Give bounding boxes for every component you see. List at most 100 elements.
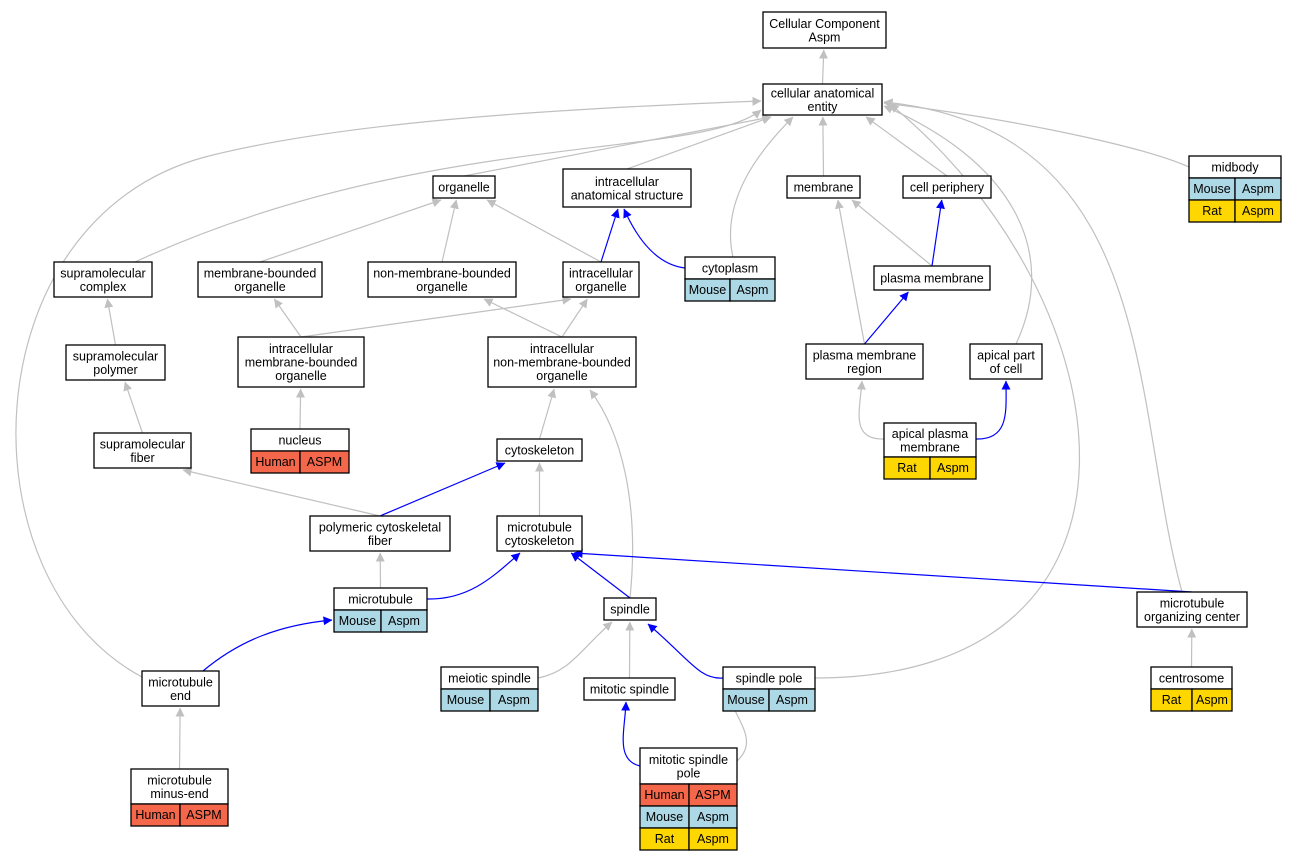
- node-box: [130, 768, 229, 805]
- edge-mbo-to-organelle: [259, 198, 442, 263]
- node-box: [141, 670, 220, 707]
- node-organelle[interactable]: organelle: [432, 175, 496, 199]
- gene-cell: [489, 688, 539, 712]
- edge-cytoskeleton-to-inmbo: [538, 388, 557, 440]
- node-label: mitotic spindle: [649, 753, 728, 767]
- edge-membrane-to-cae: [818, 116, 828, 177]
- species-label: Mouse: [727, 693, 765, 707]
- edge-cytoplasm-to-cae: [729, 116, 794, 258]
- node-box: [496, 438, 583, 462]
- edge-organelle-to-cae: [463, 114, 772, 177]
- gene-label: Aspm: [388, 614, 420, 628]
- node-label: entity: [808, 100, 839, 114]
- node-plasmamem[interactable]: plasma membrane: [873, 265, 991, 291]
- node-membrane[interactable]: membrane: [786, 175, 861, 199]
- node-box: [496, 515, 583, 552]
- node-label: centrosome: [1159, 672, 1224, 686]
- node-cellper[interactable]: cell periphery: [902, 175, 992, 199]
- node-label: fiber: [130, 451, 154, 465]
- node-label: spindle pole: [736, 672, 803, 686]
- node-label: minus-end: [150, 787, 208, 801]
- node-label: membrane: [794, 181, 854, 195]
- species-label: Mouse: [1193, 182, 1231, 196]
- node-label: Cellular Component: [769, 17, 880, 31]
- node-label: microtubule: [1160, 596, 1225, 610]
- edge-microtubule-to-mtcyto: [426, 552, 521, 600]
- gene-label: Aspm: [697, 810, 729, 824]
- node-label: plasma membrane: [813, 348, 917, 362]
- edge-mtoc-to-mtcyto: [573, 549, 1193, 593]
- species-label: Mouse: [447, 693, 485, 707]
- gene-label: Aspm: [697, 832, 729, 846]
- species-label: Human: [135, 808, 175, 822]
- node-label: nucleus: [278, 434, 321, 448]
- species-label: Mouse: [646, 810, 684, 824]
- species-label: Mouse: [689, 283, 727, 297]
- node-label: cell periphery: [910, 181, 985, 195]
- node-label: membrane-bounded: [245, 356, 358, 370]
- node-label: intracellular: [569, 266, 633, 280]
- edge-nmbo-to-organelle: [441, 199, 459, 263]
- node-label: apical part: [977, 348, 1035, 362]
- node-label: fiber: [368, 534, 392, 548]
- gene-cell: [768, 688, 816, 712]
- node-label: microtubule: [147, 773, 212, 787]
- node-box: [583, 677, 676, 701]
- node-label: cellular anatomical: [771, 86, 875, 100]
- edge-apm-to-apicalpart: [975, 380, 1011, 440]
- edge-meiotic-to-spindle: [537, 621, 613, 679]
- edge-mtend-to-cae: [15, 96, 762, 678]
- node-label: cytoplasm: [702, 262, 758, 276]
- node-box: [487, 336, 637, 388]
- node-box: [237, 336, 365, 388]
- node-label: apical plasma: [892, 427, 968, 441]
- node-inmbo[interactable]: intracellularnon-membrane-boundedorganel…: [487, 336, 637, 388]
- gene-cell: [729, 278, 776, 302]
- node-mitotic[interactable]: mitotic spindle: [583, 677, 676, 701]
- node-label: spindle: [610, 603, 650, 617]
- node-label: mitotic spindle: [590, 683, 669, 697]
- node-label: polymer: [93, 363, 137, 377]
- gene-label: Aspm: [776, 693, 808, 707]
- node-box: [762, 83, 883, 116]
- edge-spindle-to-inmbo: [589, 389, 634, 599]
- node-label: of cell: [990, 362, 1023, 376]
- edge-mspole-to-mitotic: [621, 701, 641, 767]
- node-cytoskeleton[interactable]: cytoskeleton: [496, 438, 583, 462]
- gene-label: ASPM: [695, 788, 730, 802]
- node-label: cytoskeleton: [505, 534, 575, 548]
- node-label: supramolecular: [60, 266, 145, 280]
- node-spindle[interactable]: spindle: [603, 597, 657, 621]
- edge-spole-to-spindle: [647, 623, 724, 679]
- edge-intorg-to-ias: [600, 208, 620, 263]
- edge-suppolymer-to-supcomplex: [104, 298, 117, 346]
- edge-supfiber-to-suppolymer: [123, 381, 144, 434]
- node-box: [1136, 591, 1248, 628]
